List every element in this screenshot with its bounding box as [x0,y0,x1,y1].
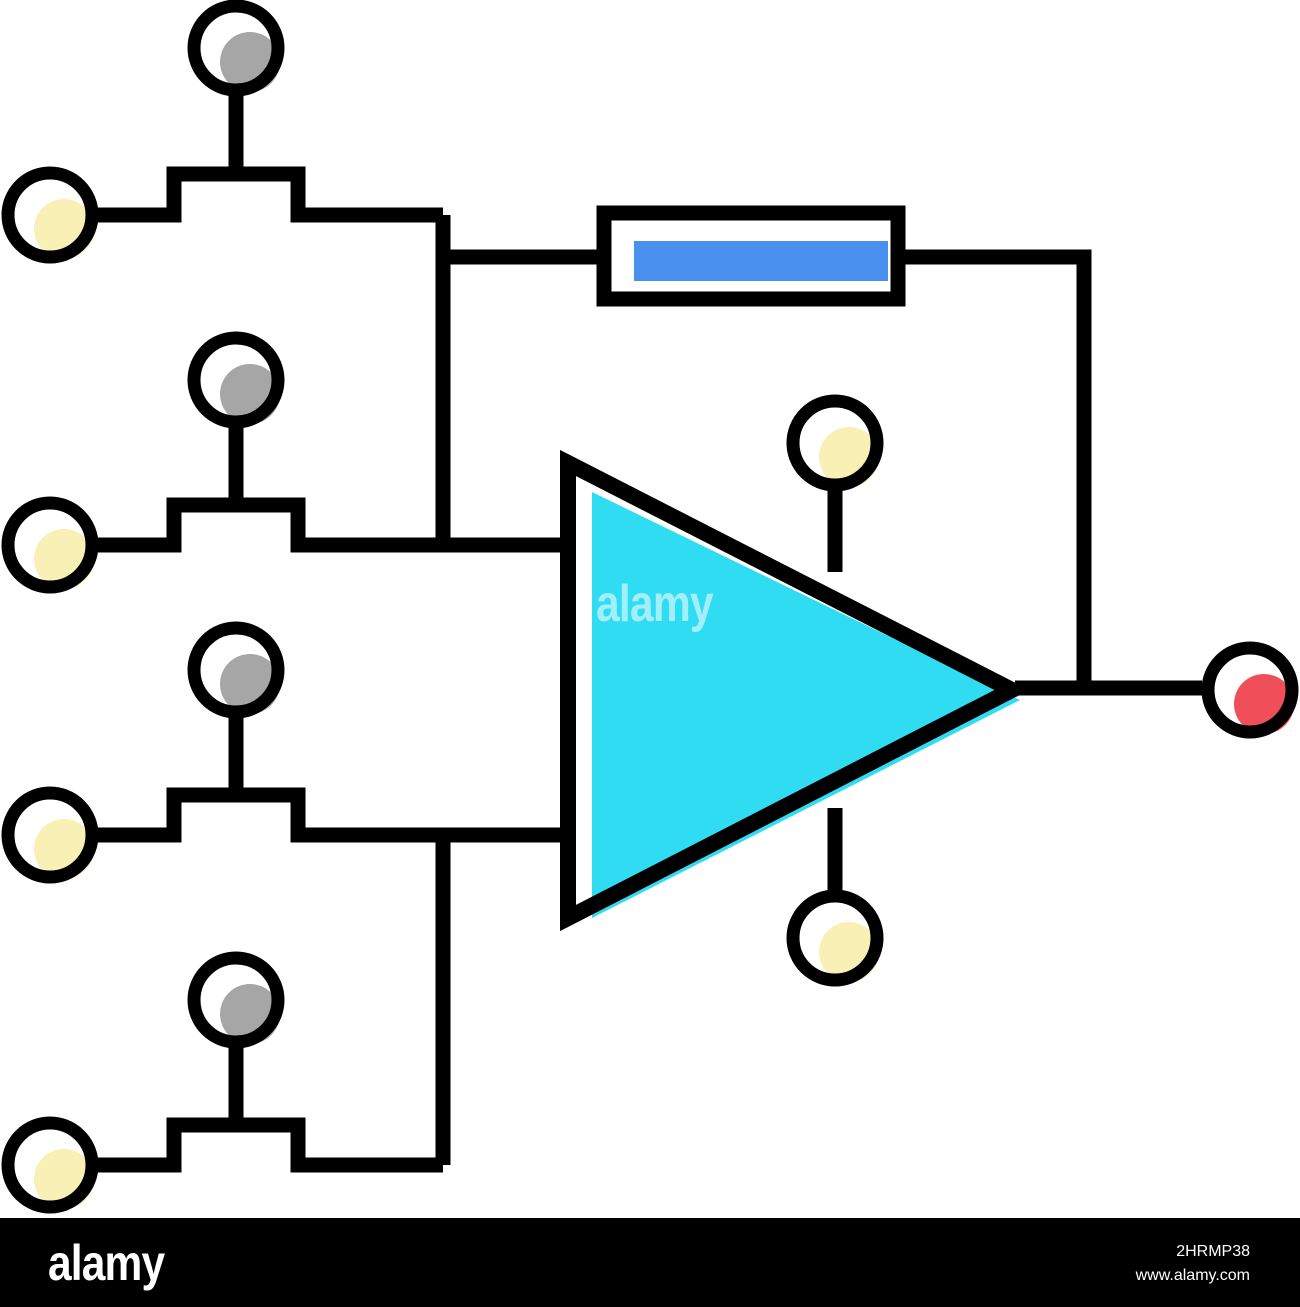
op-amp-circuit-diagram [1,0,1299,1214]
output-terminal [1201,641,1299,739]
gate-terminal-4 [187,951,285,1049]
switch-1-trace [92,166,443,223]
supply-terminal-top-ring [786,394,884,492]
gate-terminal-1-ring [187,0,285,97]
switch-3-trace [92,787,560,843]
diagram-canvas: alamy [1,0,1299,1214]
switch-2-trace [92,497,560,553]
circuit-wires [92,88,1202,1173]
gate-terminal-3 [187,621,285,719]
image-id: 2HRMP38 [1176,1243,1250,1260]
gate-terminal-2-ring [187,331,285,429]
gate-terminal-1 [187,0,285,97]
gate-terminal-2 [187,331,285,429]
amplifier-outline [560,449,1030,932]
input-terminal-1-ring [1,166,99,264]
input-terminal-2-ring [1,496,99,594]
input-terminal-3 [1,786,99,884]
input-terminal-3-ring [1,786,99,884]
input-terminal-4 [1,1116,99,1214]
watermark-footer: alamy 2HRMP38 www.alamy.com [0,1218,1300,1307]
alamy-logo: alamy [48,1235,165,1291]
terminals-group [1,0,1299,1214]
input-terminal-2 [1,496,99,594]
site-url: www.alamy.com [1135,1267,1250,1284]
footer-meta: 2HRMP38 www.alamy.com [1136,1240,1250,1288]
supply-terminal-bottom-ring [786,889,884,987]
input-terminal-1 [1,166,99,264]
supply-terminal-bottom [786,889,884,987]
gate-terminal-4-ring [187,951,285,1049]
input-terminal-4-ring [1,1116,99,1214]
switch-4-trace [92,1117,443,1173]
output-terminal-ring [1201,641,1299,739]
amplifier-color-fill [592,492,1020,918]
gate-terminal-3-ring [187,621,285,719]
op-amp-triangle [560,449,1030,932]
feedback-resistor [596,205,906,307]
feedback-wire-right [898,249,1092,688]
supply-terminal-top [786,394,884,492]
resistor-color-fill [634,241,888,281]
